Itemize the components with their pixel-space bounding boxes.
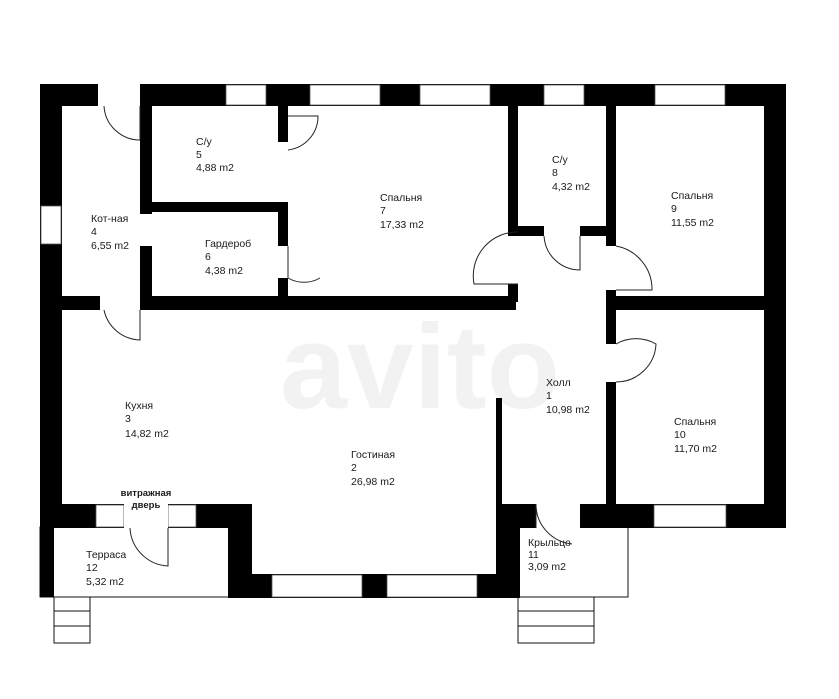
room-label-11: Крыльцо 11 3,09 m2 [528,537,571,573]
door-swing [287,115,319,151]
room-name: Холл [546,377,571,389]
room-name: Кухня [125,400,153,412]
window [167,504,197,528]
room-area: 4,32 m2 [552,181,590,193]
window [386,574,478,598]
door-swing [103,105,141,141]
door-swing [615,245,653,291]
annotation-line2: дверь [132,500,161,511]
door-swing [615,338,657,383]
room-label-2: Гостиная 2 26,98 m2 [351,449,395,488]
room-number: 9 [671,203,677,215]
room-area: 17,33 m2 [380,219,424,231]
window [225,84,267,106]
window [271,574,363,598]
glass-door-annotation: витражная дверь [121,488,172,511]
window [654,84,726,106]
room-label-8: С/у 8 4,32 m2 [552,154,590,193]
annotation-line1: витражная [121,488,172,499]
window [40,205,62,245]
room-number: 3 [125,413,131,425]
room-area: 4,38 m2 [205,265,243,277]
room-label-1: Холл 1 10,98 m2 [546,377,590,416]
room-area: 5,32 m2 [86,576,124,588]
room-label-3: Кухня 3 14,82 m2 [125,400,169,440]
doors [98,84,657,567]
watermark: avito [280,300,560,434]
room-name: Спальня [380,192,422,204]
room-area: 26,98 m2 [351,476,395,488]
room-name: Кот-ная [91,213,128,225]
room-label-5: С/у 5 4,88 m2 [196,136,234,174]
room-name: Гардероб [205,238,251,250]
room-name: Терраса [86,549,126,561]
room-number: 5 [196,149,202,161]
room-number: 1 [546,390,552,402]
room-label-7: Спальня 7 17,33 m2 [380,192,424,231]
room-name: С/у [552,154,569,166]
room-area: 14,82 m2 [125,428,169,440]
door-swing [129,527,169,567]
room-number: 6 [205,251,211,263]
room-area: 11,55 m2 [671,217,714,229]
room-name: Спальня [671,190,713,202]
room-name: Спальня [674,416,716,428]
room-number: 2 [351,462,357,474]
room-area: 4,88 m2 [196,162,234,174]
room-label-12: Терраса 12 5,32 m2 [86,549,126,588]
room-label-10: Спальня 10 11,70 m2 [674,416,717,455]
room-number: 10 [674,429,686,441]
room-number: 7 [380,205,386,217]
window [419,84,491,106]
room-number: 8 [552,167,558,179]
room-name: С/у [196,136,213,148]
room-number: 12 [86,562,98,574]
window [309,84,381,106]
room-number: 11 [528,549,539,561]
watermark-text: avito [280,300,560,434]
terrace-outline [39,526,241,644]
room-name: Гостиная [351,449,395,461]
windows [40,84,727,598]
room-area: 3,09 m2 [528,561,566,573]
door-swing [535,503,573,545]
door-swing [543,235,581,271]
door-swing [472,231,519,285]
room-label-9: Спальня 9 11,55 m2 [671,190,714,229]
room-label-6: Гардероб 6 4,38 m2 [205,238,251,277]
room-area: 10,98 m2 [546,404,590,416]
room-area: 11,70 m2 [674,443,717,455]
room-area: 6,55 m2 [91,240,129,252]
door-swing [287,246,321,283]
window [543,84,585,106]
door-swing [103,309,141,341]
window [653,504,727,528]
room-label-4: Кот-ная 4 6,55 m2 [91,213,129,252]
room-name: Крыльцо [528,537,571,549]
window [95,504,125,528]
room-number: 4 [91,226,97,238]
